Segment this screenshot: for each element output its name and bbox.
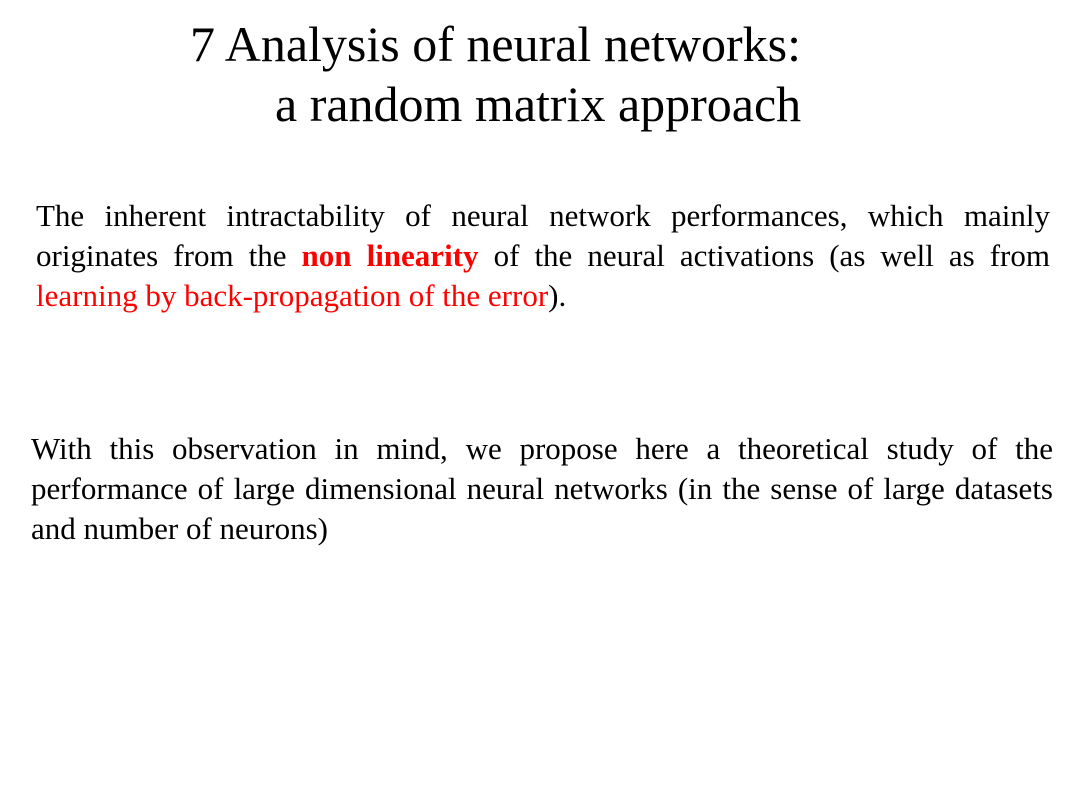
highlight-non-linearity: non linearity [301, 238, 479, 273]
paragraph-nonlinearity: The inherent intractability of neural ne… [36, 196, 1050, 316]
paragraph-proposal: With this observation in mind, we propos… [31, 431, 1053, 546]
slide-title-line-2: a random matrix approach [275, 76, 802, 132]
slide-title-line-1: 7 Analysis of neural networks: [190, 16, 802, 72]
slide-title: 7 Analysis of neural networks: a random … [0, 14, 1080, 134]
paragraph-1-text-a: The inherent intractability of neural ne… [36, 198, 1050, 273]
paragraph-1-text-b: of the neural activations (as well as fr… [478, 238, 1050, 273]
paragraph-1-text-c: ). [548, 278, 567, 313]
highlight-backpropagation: learning by back-propagation of the erro… [36, 278, 549, 313]
